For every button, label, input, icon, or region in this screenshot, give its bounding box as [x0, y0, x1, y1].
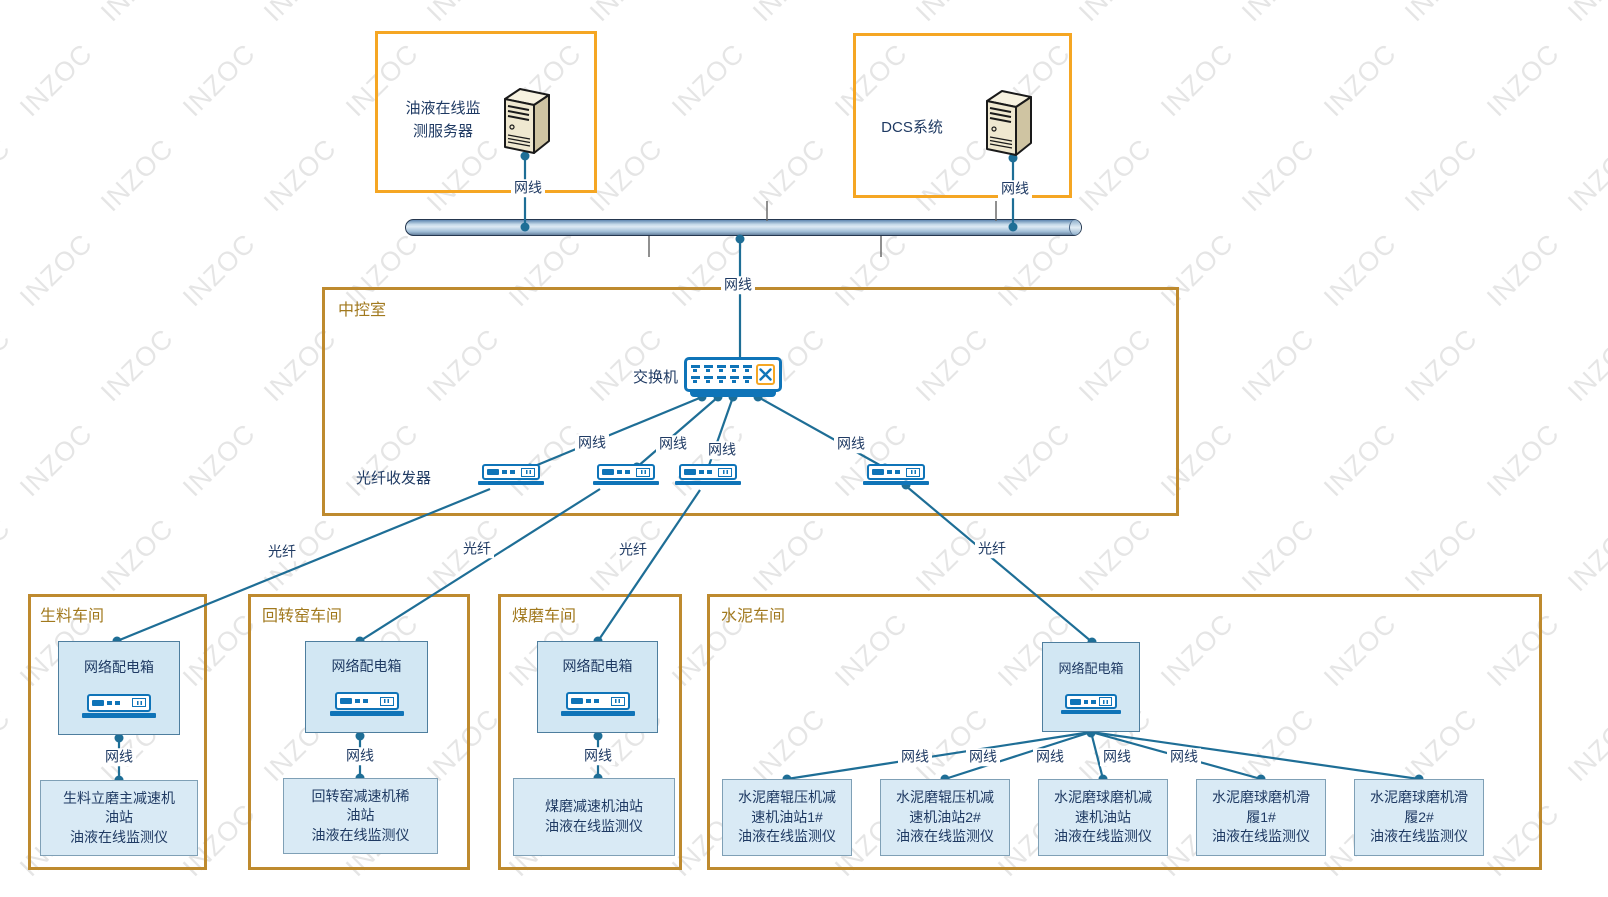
media-converter-icon: [560, 692, 635, 716]
fiber-transceiver-icon: [863, 464, 929, 485]
monitor-device-box: 煤磨减速机油站 油液在线监测仪: [513, 778, 675, 856]
cable-label: 网线: [1100, 748, 1134, 766]
media-converter-icon: [329, 692, 404, 716]
cable-label: 网线: [898, 748, 932, 766]
cable-label: 网线: [581, 747, 615, 765]
distribution-box-label: 网络配电箱: [562, 658, 633, 674]
cable-label: 网线: [1167, 748, 1201, 766]
fiber-transceiver-icon: [478, 464, 544, 485]
cable-label: 网线: [656, 435, 690, 453]
network-distribution-box: 网络配电箱: [58, 641, 180, 735]
cable-label: 网线: [834, 435, 868, 453]
cable-label: 网线: [102, 748, 136, 766]
cable-label: 网线: [721, 276, 755, 294]
media-converter-icon: [1061, 694, 1121, 715]
fiber-label: 光纤: [460, 540, 494, 558]
bus-end-cap: [1069, 220, 1081, 235]
cable-label: 网线: [966, 748, 1000, 766]
distribution-box-label: 网络配电箱: [84, 658, 154, 675]
fiber-transceiver-icon: [593, 464, 659, 485]
cable-label: 网线: [998, 180, 1032, 198]
workshop-title: 煤磨车间: [512, 608, 577, 625]
monitor-device-box: 水泥磨球磨机滑 履1# 油液在线监测仪: [1196, 779, 1326, 856]
cable-label: 网线: [511, 179, 545, 197]
workshop-title: 回转窑车间: [262, 608, 343, 625]
fiber-label: 光纤: [616, 541, 650, 559]
workshop-box-coal-mill: [498, 594, 682, 870]
switch-base: [690, 392, 776, 397]
fiber-label: 光纤: [975, 540, 1009, 558]
distribution-box-label: 网络配电箱: [1058, 660, 1124, 676]
ethernet-backbone: [405, 219, 1082, 236]
network-distribution-box: 网络配电箱: [537, 641, 658, 733]
workshop-title: 生料车间: [40, 608, 105, 625]
monitor-device-box: 生料立磨主减速机 油站 油液在线监测仪: [40, 780, 198, 856]
oil-monitor-server-label: 油液在线监 测服务器: [405, 100, 481, 141]
dcs-system-label: DCS系统: [881, 119, 943, 136]
transceiver-row-label: 光纤收发器: [356, 470, 432, 487]
switch-label: 交换机: [632, 369, 678, 386]
workshop-box-raw-material: [28, 594, 207, 870]
dcs-system-box: [853, 33, 1072, 198]
network-distribution-box: 网络配电箱: [1042, 642, 1140, 732]
monitor-device-box: 回转窑减速机稀 油站 油液在线监测仪: [283, 778, 438, 854]
workshop-box-cement: [707, 594, 1542, 870]
monitor-device-box: 水泥磨辊压机减 速机油站2# 油液在线监测仪: [880, 779, 1010, 856]
switch-icon: [684, 357, 782, 397]
fiber-label: 光纤: [265, 543, 299, 561]
monitor-device-box: 水泥磨辊压机减 速机油站1# 油液在线监测仪: [722, 779, 852, 856]
media-converter-icon: [82, 693, 156, 718]
network-distribution-box: 网络配电箱: [305, 641, 428, 733]
monitor-device-box: 水泥磨球磨机滑 履2# 油液在线监测仪: [1354, 779, 1484, 856]
switch-body: [684, 357, 782, 392]
control-room-label: 中控室: [338, 302, 387, 319]
crossover-port-icon: [756, 364, 775, 385]
oil-monitor-server-box: [375, 31, 597, 193]
cable-label: 网线: [575, 434, 609, 452]
fiber-transceiver-icon: [675, 464, 741, 485]
cable-label: 网线: [705, 441, 739, 459]
workshop-title: 水泥车间: [721, 608, 786, 625]
workshop-box-rotary-kiln: [248, 594, 470, 870]
cable-label: 网线: [343, 747, 377, 765]
cable-label: 网线: [1033, 748, 1067, 766]
server-icon: [499, 86, 557, 163]
distribution-box-label: 网络配电箱: [331, 658, 402, 674]
switch-ports: [691, 365, 752, 384]
server-icon: [981, 88, 1039, 165]
monitor-device-box: 水泥磨球磨机减 速机油站 油液在线监测仪: [1038, 779, 1168, 856]
